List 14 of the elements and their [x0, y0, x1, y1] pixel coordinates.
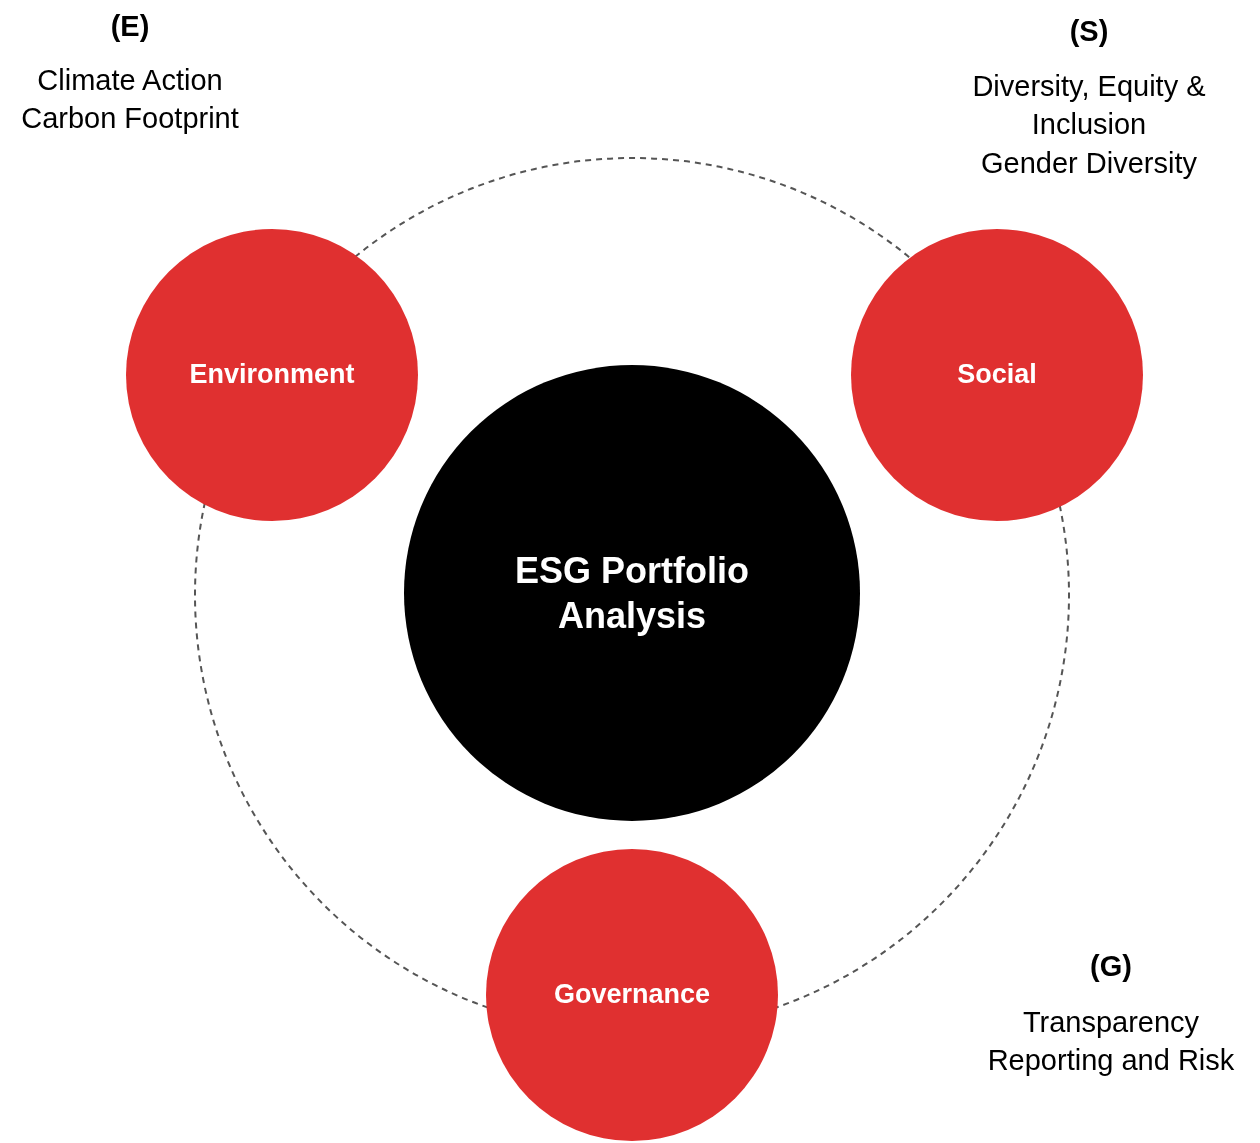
topic-text: Diversity, Equity & Inclusion — [971, 69, 1207, 142]
node-label: Governance — [553, 978, 711, 1012]
topic-text: Climate Action — [36, 63, 224, 98]
node-label: Social — [957, 358, 1037, 392]
topic-text: Gender Diversity — [980, 146, 1198, 181]
pillar-letter: (E) — [109, 9, 151, 44]
dashed-connector — [354, 157, 913, 260]
topic-text: Reporting and Risk — [986, 1043, 1236, 1078]
pillar-letter: (S) — [1068, 14, 1110, 49]
node-label: ESG Portfolio Analysis — [514, 549, 750, 638]
topic-text: Transparency — [1021, 1005, 1201, 1040]
pillar-letter: (G) — [1089, 949, 1133, 984]
topic-text: Carbon Footprint — [20, 101, 240, 136]
node-label: Environment — [189, 358, 355, 392]
